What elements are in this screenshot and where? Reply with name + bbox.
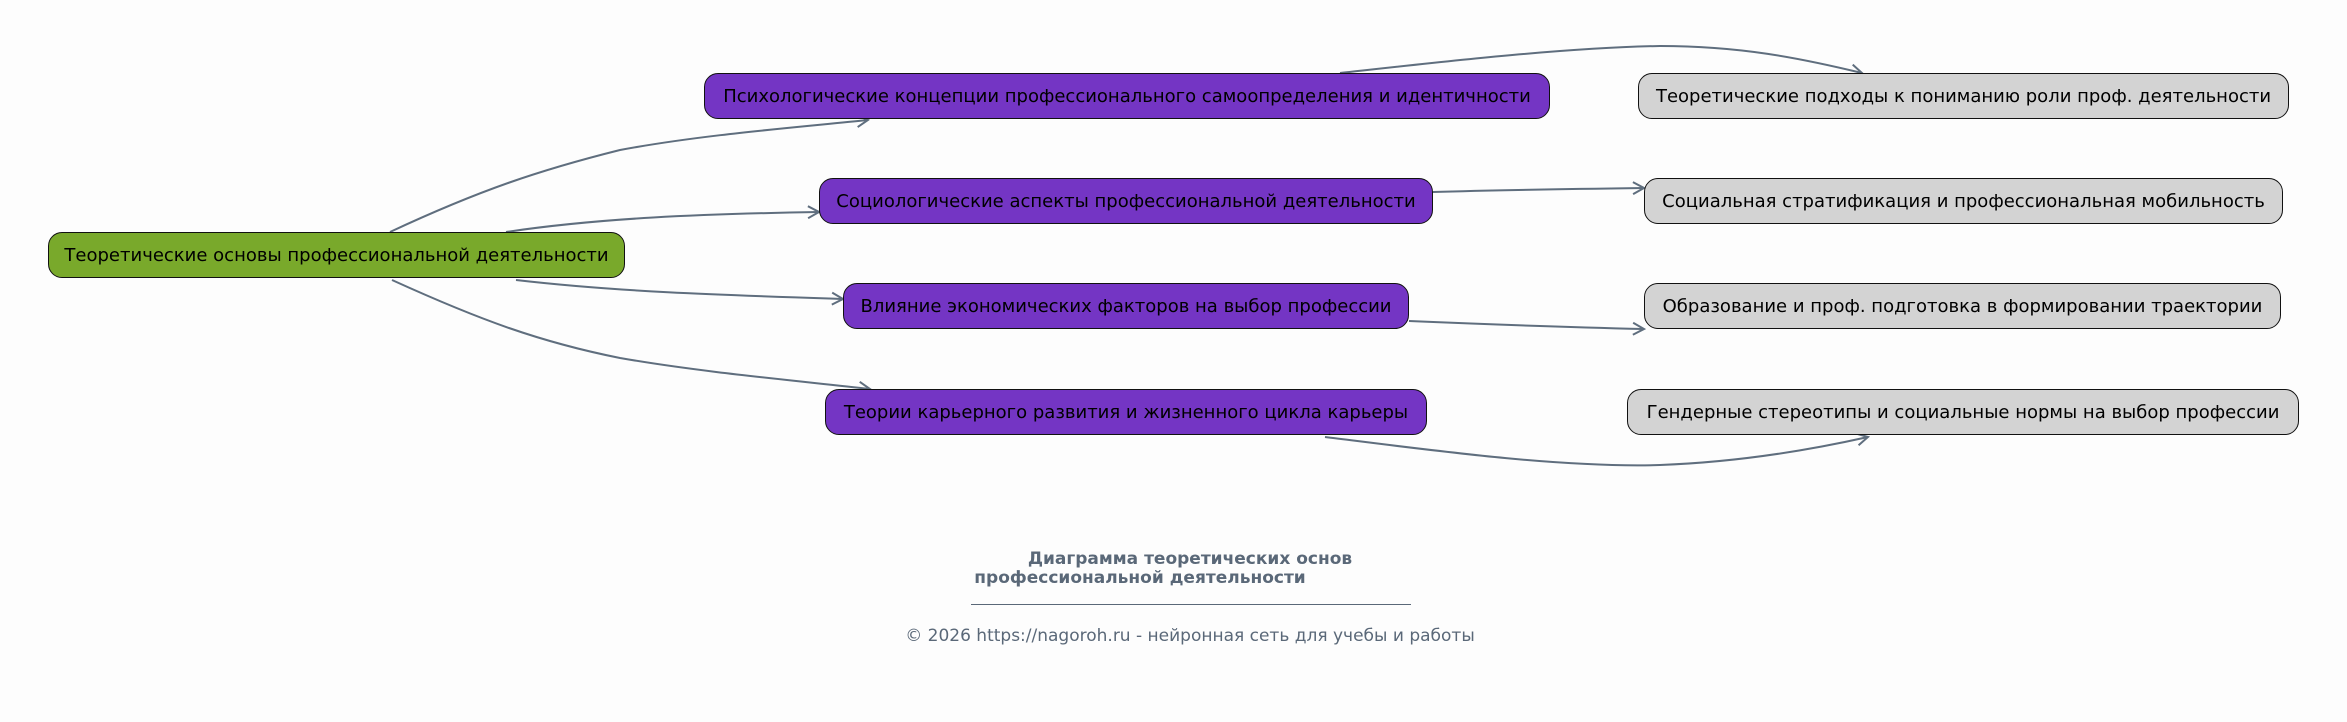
topic-node-label: Влияние экономических факторов на выбор …: [860, 295, 1392, 317]
edge-root-topic4: [391, 279, 870, 389]
root-node-label: Теоретические основы профессиональной де…: [64, 244, 609, 266]
diagram-title-line2: профессиональной деятельности: [974, 568, 1306, 588]
topic-node-sociology[interactable]: Социологические аспекты профессиональной…: [819, 178, 1433, 224]
subtopic-node-stratification[interactable]: Социальная стратификация и профессиональ…: [1644, 178, 2283, 224]
diagram-title-line1: Диаграмма теоретических основ: [1027, 549, 1353, 569]
footer-copyright: © 2026 https://nagoroh.ru - нейронная се…: [905, 626, 1475, 646]
edge-root-topic3: [515, 279, 843, 299]
topic-node-label: Социологические аспекты профессиональной…: [836, 190, 1416, 212]
root-node[interactable]: Теоретические основы профессиональной де…: [48, 232, 625, 278]
edge-topic3-sub3: [1408, 320, 1644, 329]
edge-topic1-sub1: [1339, 44, 1862, 73]
subtopic-node-label: Образование и проф. подготовка в формиро…: [1662, 295, 2263, 317]
subtopic-node-label: Социальная стратификация и профессиональ…: [1662, 190, 2265, 212]
subtopic-node-label: Теоретические подходы к пониманию роли п…: [1655, 85, 2272, 107]
topic-node-psychology[interactable]: Психологические концепции профессиональн…: [704, 73, 1550, 119]
topic-node-label: Теории карьерного развития и жизненного …: [843, 401, 1409, 423]
edge-topic4-sub4: [1324, 437, 1868, 467]
topic-node-career[interactable]: Теории карьерного развития и жизненного …: [825, 389, 1427, 435]
subtopic-node-gender[interactable]: Гендерные стереотипы и социальные нормы …: [1627, 389, 2299, 435]
caption-divider: [971, 604, 1411, 605]
subtopic-node-education[interactable]: Образование и проф. подготовка в формиро…: [1644, 283, 2281, 329]
edge-topic2-sub2: [1432, 188, 1644, 192]
topic-node-label: Психологические концепции профессиональн…: [723, 85, 1531, 107]
edge-root-topic1: [389, 120, 868, 233]
subtopic-node-approaches[interactable]: Теоретические подходы к пониманию роли п…: [1638, 73, 2289, 119]
topic-node-economics[interactable]: Влияние экономических факторов на выбор …: [843, 283, 1409, 329]
edge-root-topic2: [505, 212, 819, 233]
subtopic-node-label: Гендерные стереотипы и социальные нормы …: [1646, 401, 2280, 423]
